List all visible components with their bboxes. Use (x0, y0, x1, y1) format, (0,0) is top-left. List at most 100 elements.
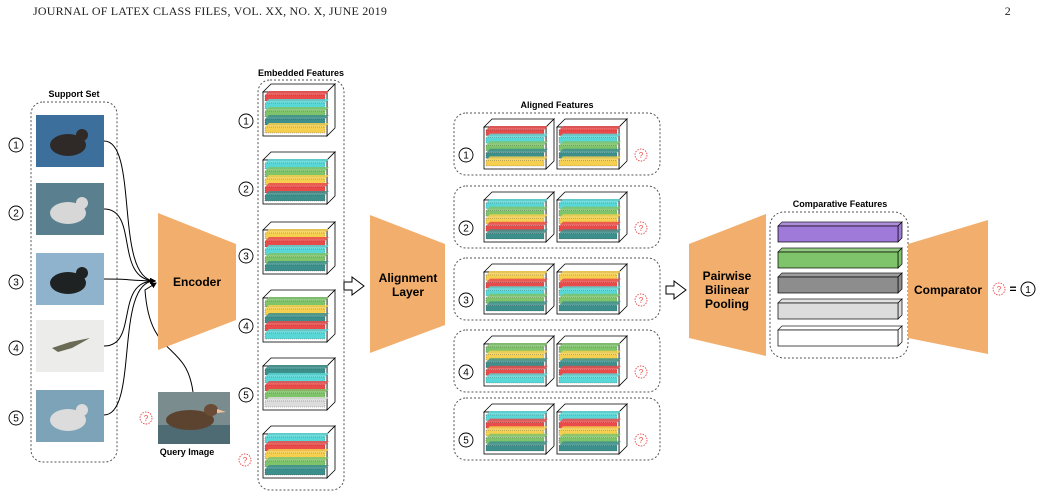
embedded-stack-6-layer-top-4 (265, 465, 329, 469)
aligned-box-4 (453, 329, 661, 393)
embedded-stack-3-side (326, 221, 336, 275)
embedded-stack-3-layer-top-4 (265, 261, 329, 265)
aligned-stack-b-2-layer-4 (558, 233, 618, 240)
comparative-bar-2 (777, 247, 903, 269)
support-image-5 (36, 390, 104, 442)
embedded-stack-5 (262, 357, 336, 411)
aligned-stack-b-2-layer-top-2 (559, 214, 621, 219)
embedded-number-5-circle (238, 387, 254, 403)
support-set-box (30, 101, 118, 463)
support-number-4-circle (8, 340, 24, 356)
support-image-2-bird-body (50, 202, 86, 224)
alignment-label-line1: Alignment (379, 271, 438, 285)
support-curve-4 (103, 277, 156, 347)
embedded-stack-2 (262, 151, 336, 205)
comparative-bar-2-front (777, 251, 899, 269)
support-image-2 (36, 183, 104, 235)
aligned-stack-b-4-layer-4 (558, 377, 618, 384)
embedded-number-3: 3 (243, 252, 249, 263)
aligned-query-mark-1-circle (634, 148, 648, 162)
aligned-stack-b-2-layer-top-1 (559, 206, 621, 211)
embedded-stack-2-layer-top-1 (265, 167, 329, 171)
aligned-stack-b-5-layer-top-2 (559, 426, 621, 431)
aligned-stack-b-5 (556, 403, 628, 455)
aligned-stack-b-5-layer-top-1 (559, 418, 621, 423)
aligned-stack-b-4-layer-top-3 (559, 365, 621, 370)
support-image-1 (36, 115, 104, 167)
support-image-2-bird-head (76, 197, 88, 209)
comparative-features-label: Comparative Features (793, 199, 888, 209)
aligned-stack-a-5-layer-4 (485, 445, 545, 452)
aligned-stack-a-4-layer-4 (485, 377, 545, 384)
aligned-stack-a-5-layer-top-2 (486, 426, 548, 431)
aligned-stack-a-1-layer-top-1 (486, 133, 548, 138)
aligned-number-4: 4 (463, 368, 469, 379)
support-curve-1 (103, 140, 156, 284)
aligned-stack-a-3-layer-top-0 (486, 271, 548, 275)
embedded-stack-2-layer-top-0 (265, 159, 329, 163)
aligned-query-mark-3-circle (634, 293, 648, 307)
embedded-number-1: 1 (243, 117, 249, 128)
aligned-stack-b-4 (556, 335, 628, 387)
support-number-4: 4 (13, 344, 19, 355)
embedded-stack-2-layer-top-4 (265, 191, 329, 195)
aligned-stack-a-2-layer-4 (485, 233, 545, 240)
aligned-stack-a-5 (483, 403, 555, 455)
aligned-number-5-circle (458, 432, 474, 448)
embedded-stack-1-layer-top-4 (265, 123, 329, 127)
embedded-query-mark: ? (243, 456, 248, 465)
alignment-layer-block (370, 215, 445, 353)
aligned-query-mark-5-circle (634, 433, 648, 447)
support-curve-2 (103, 208, 156, 284)
comparative-bar-4-top (777, 298, 903, 304)
aligned-number-3: 3 (463, 296, 469, 307)
comparative-bar-2-side (897, 247, 903, 269)
aligned-query-mark-5: ? (639, 436, 644, 445)
embedded-number-4: 4 (243, 322, 249, 333)
embedded-stack-1-layer-top-0 (265, 91, 329, 95)
embedded-stack-3-layer-top-1 (265, 237, 329, 241)
support-image-4-bird (52, 338, 90, 352)
comparative-bar-2-top (777, 247, 903, 253)
embedded-stack-2-side (326, 151, 336, 205)
aligned-stack-a-5-top (483, 403, 555, 413)
aligned-query-mark-3: ? (639, 296, 644, 305)
encoder-label: Encoder (173, 275, 221, 289)
embedded-features-label: Embedded Features (258, 68, 344, 78)
embedded-stack-1-layer-top-2 (265, 107, 329, 111)
embedded-number-1-circle (238, 113, 254, 129)
aligned-stack-b-3-layer-top-1 (559, 278, 621, 283)
comparative-bar-3-top (777, 272, 903, 278)
aligned-stack-a-2 (483, 191, 555, 243)
support-number-5-circle (8, 410, 24, 426)
embedded-stack-6-top (262, 425, 336, 435)
page-number: 2 (1004, 4, 1011, 18)
embedded-stack-6-layer-top-0 (265, 433, 329, 437)
aligned-stack-b-4-layer-top-2 (559, 358, 621, 363)
aligned-stack-b-1 (556, 118, 628, 170)
embedded-query-mark-circle (238, 453, 252, 467)
embedded-stack-6 (262, 425, 336, 479)
aligned-stack-b-3-layer-top-3 (559, 293, 621, 298)
aligned-stack-a-2-top (483, 191, 555, 201)
result-query-mark-q: ? (997, 285, 1002, 294)
embedded-number-2-circle (238, 181, 254, 197)
aligned-stack-b-2-layer-top-4 (559, 229, 621, 234)
comparative-bar-5-side (897, 325, 903, 347)
aligned-stack-a-4-top (483, 335, 555, 345)
aligned-stack-b-1-layer-4 (558, 160, 618, 167)
result-query-mark-q-circle (992, 282, 1006, 296)
embedded-stack-3-layer-top-2 (265, 245, 329, 249)
embedded-stack-5-layer-top-1 (265, 373, 329, 377)
aligned-number-1-circle (458, 147, 474, 163)
embedded-stack-2-layer-top-3 (265, 183, 329, 187)
support-image-1-bird-head (76, 129, 88, 141)
embedded-stack-3-top (262, 221, 336, 231)
aligned-stack-b-2-top (556, 191, 628, 201)
encoder-block (158, 213, 236, 350)
comparative-bar-5 (777, 325, 903, 347)
embedded-stack-3-layer-top-3 (265, 253, 329, 257)
support-image-1-bird-body (50, 134, 86, 156)
aligned-stack-a-3-layer-top-2 (486, 286, 548, 291)
